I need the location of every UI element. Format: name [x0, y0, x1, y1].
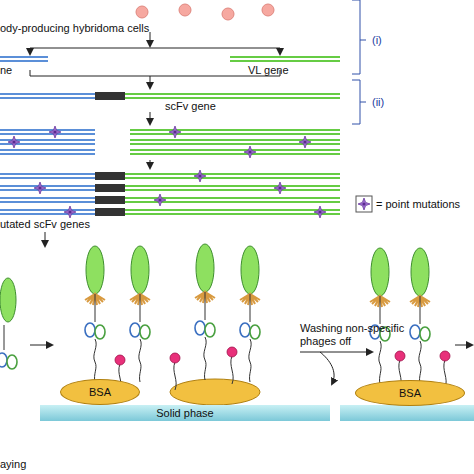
solid-phase-band: Solid phase: [40, 405, 330, 421]
step-number: (ii): [372, 96, 402, 109]
bsa-ellipse: BSA: [355, 380, 465, 406]
legend-text: = point mutations: [376, 198, 474, 211]
node-text: Solid phase: [156, 407, 214, 419]
step-caption: ody-producing hybridoma cells: [0, 22, 160, 35]
gene-label: utated scFv genes: [0, 218, 140, 231]
node-text: BSA: [89, 386, 111, 398]
gene-label: VL gene: [248, 64, 328, 77]
bsa-ellipse: BSA: [60, 379, 140, 405]
step-number: (i): [372, 34, 402, 47]
step-caption: Washing non-specific phages off: [300, 322, 420, 348]
step-caption: aying: [0, 458, 60, 471]
gene-label: ne: [0, 64, 30, 77]
gene-label: scFv gene: [165, 100, 245, 113]
node-text: BSA: [399, 387, 421, 399]
